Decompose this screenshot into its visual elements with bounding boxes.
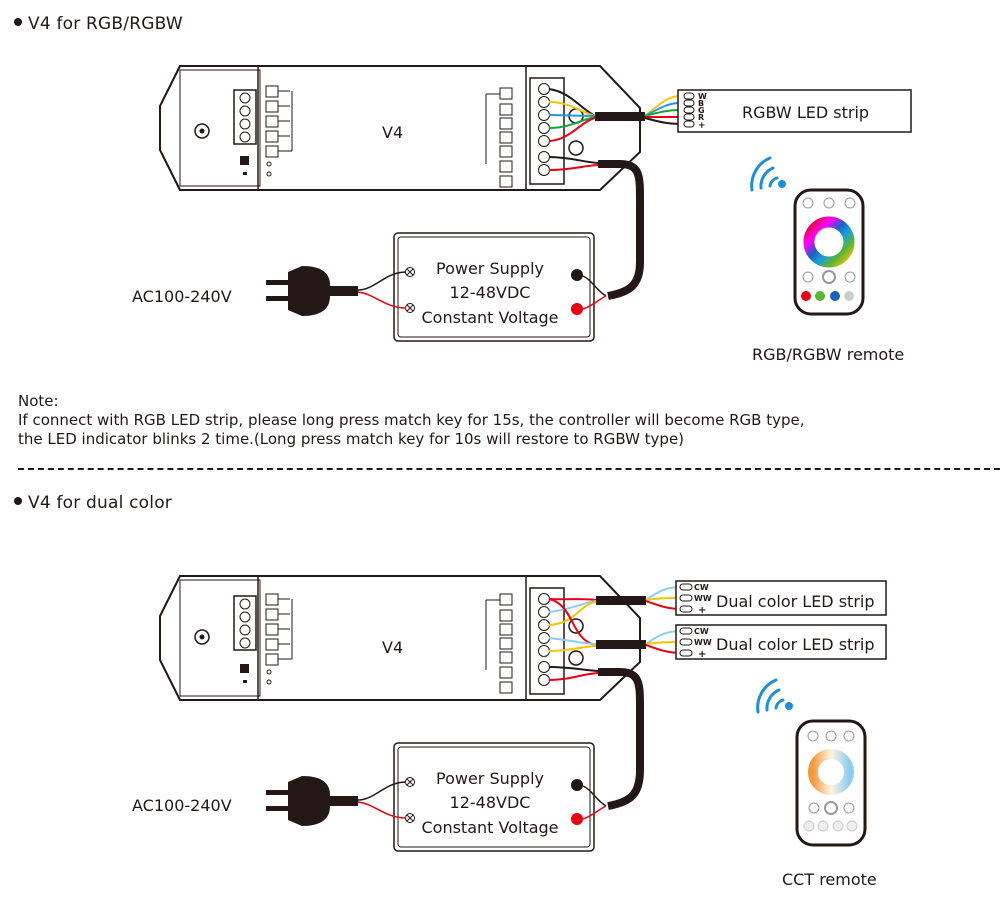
- pin-label: R: [698, 113, 704, 122]
- rgbw-led-strip: W B G R + RGBW LED strip: [677, 89, 912, 133]
- section-divider: [18, 468, 1000, 470]
- ps-line: Constant Voltage: [421, 818, 558, 837]
- note-line: the LED indicator blinks 2 time.(Long pr…: [18, 430, 685, 448]
- pin-label: W: [698, 92, 707, 101]
- section-heading-dual: V4 for dual color: [14, 493, 172, 513]
- output-wires: [548, 88, 681, 142]
- pin-label: CW: [694, 583, 709, 592]
- wireless-signal-icon: [750, 156, 779, 192]
- pin-label: +: [698, 649, 706, 660]
- note-title: Note:: [18, 392, 59, 410]
- ps-line: Constant Voltage: [421, 308, 558, 327]
- controller-v4: [159, 65, 641, 191]
- pin-label: WW: [694, 638, 712, 647]
- strip-label: Dual color LED strip: [716, 635, 875, 654]
- remote-label: CCT remote: [782, 870, 877, 889]
- strip-label: RGBW LED strip: [742, 103, 869, 122]
- pin-label: CW: [694, 627, 709, 636]
- dual-color-led-strip-2: CW WW + Dual color LED strip: [675, 624, 887, 660]
- dual-color-led-strip-1: CW WW + Dual color LED strip: [675, 580, 887, 616]
- pin-label: B: [698, 99, 704, 108]
- section-heading-rgbw: V4 for RGB/RGBW: [14, 14, 183, 34]
- wireless-signal-icon: [756, 678, 785, 714]
- remote-label: RGB/RGBW remote: [752, 345, 904, 364]
- cct-remote: [756, 678, 867, 847]
- ac-label: AC100-240V: [132, 796, 232, 815]
- pin-label: G: [698, 106, 705, 115]
- input-wires: [548, 156, 644, 300]
- power-supply-dual: Power Supply 12-48VDC Constant Voltage: [393, 742, 607, 852]
- bullet-icon: [14, 497, 22, 505]
- power-supply: Power Supply 12-48VDC Constant Voltage: [393, 232, 607, 342]
- pin-label: WW: [694, 594, 712, 603]
- ac-label: AC100-240V: [132, 287, 232, 306]
- ps-line: Power Supply: [436, 259, 544, 278]
- controller-v4-dual: [159, 575, 641, 701]
- ac-plug-icon: [266, 266, 407, 316]
- strip-label: Dual color LED strip: [716, 592, 875, 611]
- ps-line: 12-48VDC: [450, 793, 531, 812]
- controller-label: V4: [382, 123, 403, 142]
- note: Note: If connect with RGB LED strip, ple…: [18, 392, 805, 449]
- bullet-icon: [14, 18, 22, 26]
- pin-label: +: [698, 605, 706, 616]
- pin-label: +: [698, 121, 706, 131]
- ps-line: 12-48VDC: [450, 283, 531, 302]
- controller-label: V4: [382, 638, 403, 657]
- ac-plug-icon: [266, 776, 407, 826]
- ps-line: Power Supply: [436, 769, 544, 788]
- rgb-remote: [750, 156, 865, 316]
- note-line: If connect with RGB LED strip, please lo…: [18, 411, 805, 429]
